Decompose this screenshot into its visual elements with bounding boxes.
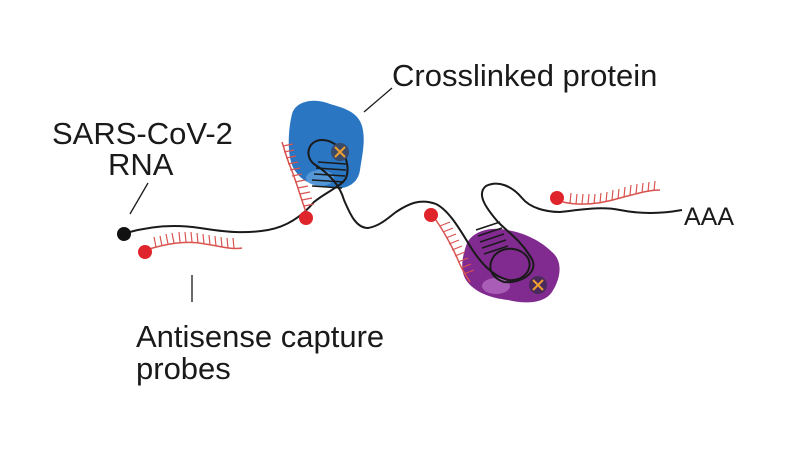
leader-line-rna — [129, 182, 149, 215]
probe-backbone-2 — [281, 141, 307, 213]
probe-backbone-3 — [435, 219, 471, 283]
label-poly-a-tail: AAA — [684, 203, 735, 231]
base-pair-rungs-purple — [475, 221, 509, 255]
probe-teeth-4 — [569, 180, 656, 205]
probe-bead-2 — [299, 211, 313, 225]
crosslink-mark-blue — [331, 143, 349, 161]
label-crosslinked-protein: Crosslinked protein — [392, 58, 658, 93]
crosslink-mark-purple — [529, 276, 547, 294]
probe-bead-3 — [424, 208, 438, 222]
label-probes-line1: Antisense capture — [136, 319, 385, 354]
purple-protein-blob — [462, 228, 560, 303]
label-rna-line1: SARS-CoV-2 — [52, 116, 233, 151]
leader-line-protein — [363, 87, 393, 113]
blue-protein-blob — [288, 100, 364, 189]
blue-protein-highlight — [306, 170, 334, 186]
base-pair-rungs-blue — [311, 161, 347, 189]
label-rna-line2: RNA — [108, 147, 174, 182]
rna-strand — [125, 138, 683, 284]
probe-bead-1 — [138, 245, 152, 259]
probe-backbone-4 — [562, 189, 661, 205]
probe-backbone-1 — [145, 241, 243, 251]
rna-5prime-end — [117, 227, 131, 241]
probe-teeth-3 — [439, 221, 475, 275]
label-probes-line2: probes — [136, 351, 231, 386]
probe-teeth-1 — [153, 231, 235, 249]
probe-teeth-2 — [282, 143, 315, 207]
probe-bead-4 — [550, 191, 564, 205]
